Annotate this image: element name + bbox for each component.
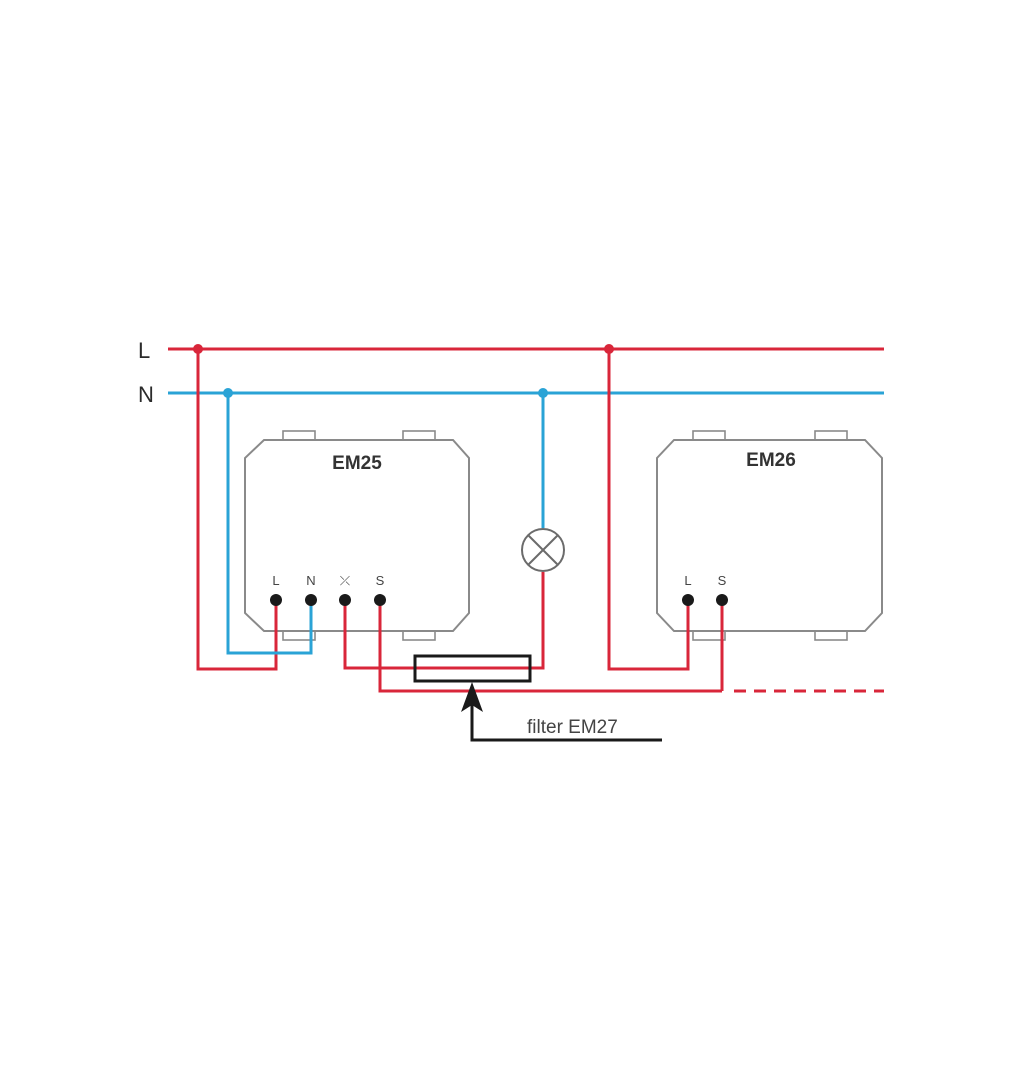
module-outline (244, 439, 470, 632)
junction-dot (604, 344, 614, 354)
mount-tab (692, 630, 726, 641)
wire-switch-to-lamp (343, 572, 545, 670)
terminal-label-l: L (684, 573, 691, 588)
neutral-line-label: N (138, 382, 154, 407)
terminal-dot (682, 594, 694, 606)
mount-tab (402, 630, 436, 641)
junction-dot (193, 344, 203, 354)
live-line-label: L (138, 338, 150, 363)
filter-pointer-line (470, 700, 662, 742)
arrow-up-icon (461, 682, 483, 712)
filter-em27-box (413, 654, 532, 683)
junction-dot (538, 388, 548, 398)
wire-s-bus (378, 600, 722, 693)
wire-neutral-em25-n (226, 393, 313, 655)
terminal-dot (716, 594, 728, 606)
terminal-label-s: S (376, 573, 385, 588)
terminal-dot (270, 594, 282, 606)
module-em25: EM25 L N ⤫ S (244, 430, 470, 641)
terminal-label-l: L (272, 573, 279, 588)
module-title: EM26 (746, 450, 796, 471)
mount-tab (814, 630, 848, 641)
terminal-dot (339, 594, 351, 606)
module-em26: EM26 L S (656, 430, 883, 641)
wire-live-em26-l (607, 349, 690, 671)
terminal-label-s: S (718, 573, 727, 588)
junction-dot (223, 388, 233, 398)
lamp-icon (521, 528, 565, 572)
wire-live-em25-l (196, 349, 278, 671)
terminal-dot (374, 594, 386, 606)
terminal-label-n: N (306, 573, 315, 588)
terminal-label-switch: ⤫ (340, 573, 351, 588)
module-outline (656, 439, 883, 632)
terminal-dot (305, 594, 317, 606)
filter-label: filter EM27 (527, 717, 618, 738)
module-title: EM25 (332, 453, 382, 474)
